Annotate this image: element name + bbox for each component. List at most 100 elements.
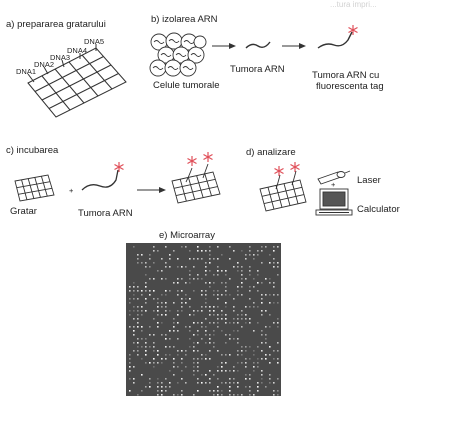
microarray-spot <box>249 266 251 268</box>
microarray-spot <box>221 366 223 368</box>
microarray-spot <box>153 310 155 312</box>
microarray-spot <box>265 342 267 344</box>
microarray-spot <box>229 390 231 392</box>
microarray-spot <box>237 322 239 324</box>
microarray-spot <box>201 294 203 296</box>
microarray-spot <box>193 290 195 292</box>
microarray-spot <box>249 290 251 292</box>
microarray-spot <box>245 278 247 280</box>
microarray-spot <box>173 250 175 252</box>
microarray-spot <box>249 378 251 380</box>
microarray-spot <box>241 270 243 272</box>
microarray-spot <box>261 294 263 296</box>
microarray-spot <box>165 302 167 304</box>
microarray-spot <box>189 346 191 348</box>
plus-sign-d: + <box>331 180 336 189</box>
microarray-spot <box>217 318 219 320</box>
microarray-spot <box>205 330 207 332</box>
microarray-spot <box>173 346 175 348</box>
microarray-spot <box>153 298 155 300</box>
microarray-spot <box>165 246 167 248</box>
dna-label-1: DNA1 <box>16 67 37 76</box>
microarray-spot <box>161 322 163 324</box>
microarray-spot <box>165 262 167 264</box>
microarray-spot <box>253 350 255 352</box>
microarray-spot <box>157 322 159 324</box>
microarray-spot <box>245 346 247 348</box>
microarray-spot <box>193 266 195 268</box>
microarray-spot <box>241 394 243 396</box>
microarray-spot <box>161 362 163 364</box>
microarray-spot <box>237 386 239 388</box>
microarray-spot <box>189 282 191 284</box>
microarray-spot <box>161 294 163 296</box>
microarray-spot <box>185 246 187 248</box>
microarray-spot <box>241 350 243 352</box>
microarray-spot <box>233 266 235 268</box>
microarray-spot <box>169 310 171 312</box>
microarray-spot <box>193 370 195 372</box>
microarray-spot <box>237 370 239 372</box>
microarray-spot <box>193 374 195 376</box>
microarray-spot <box>169 346 171 348</box>
microarray-spot <box>209 334 211 336</box>
microarray-image <box>126 243 281 396</box>
microarray-spot <box>237 262 239 264</box>
microarray-spot <box>145 266 147 268</box>
microarray-spot <box>173 374 175 376</box>
microarray-spot <box>129 326 131 328</box>
label-laser: Laser <box>357 175 381 186</box>
microarray-spot <box>257 306 259 308</box>
dna-label-3: DNA3 <box>50 53 71 62</box>
microarray-spot <box>229 354 231 356</box>
microarray-spot <box>165 290 167 292</box>
microarray-spot <box>253 370 255 372</box>
microarray-spot <box>133 298 135 300</box>
microarray-spot <box>217 294 219 296</box>
microarray-spot <box>137 342 139 344</box>
microarray-spot <box>245 386 247 388</box>
microarray-spot <box>169 338 171 340</box>
microarray-spot <box>225 290 227 292</box>
microarray-spot <box>277 394 279 396</box>
microarray-spot <box>213 342 215 344</box>
microarray-spot <box>181 358 183 360</box>
microarray-spot <box>157 250 159 252</box>
microarray-spot <box>261 330 263 332</box>
microarray-spot <box>249 286 251 288</box>
microarray-spot <box>257 322 259 324</box>
microarray-spot <box>237 330 239 332</box>
microarray-spot <box>197 278 199 280</box>
microarray-spot <box>225 334 227 336</box>
microarray-spot <box>157 298 159 300</box>
microarray-spot <box>253 366 255 368</box>
microarray-spot <box>261 250 263 252</box>
microarray-spot <box>225 274 227 276</box>
microarray-spot <box>137 394 139 396</box>
microarray-spot <box>197 362 199 364</box>
microarray-spot <box>133 246 135 248</box>
microarray-spot <box>177 314 179 316</box>
microarray-spot <box>205 382 207 384</box>
microarray-spot <box>177 282 179 284</box>
dna-label-5: DNA5 <box>84 37 105 46</box>
microarray-spot <box>269 254 271 256</box>
microarray-spot <box>253 302 255 304</box>
microarray-spot <box>201 374 203 376</box>
microarray-spot <box>185 354 187 356</box>
microarray-spot <box>149 294 151 296</box>
microarray-spot <box>229 278 231 280</box>
microarray-spot <box>129 366 131 368</box>
microarray-spot <box>237 342 239 344</box>
microarray-spot <box>189 326 191 328</box>
microarray-spot <box>177 294 179 296</box>
microarray-spot <box>249 274 251 276</box>
microarray-spot <box>157 326 159 328</box>
microarray-dots <box>129 246 279 396</box>
microarray-spot <box>249 390 251 392</box>
label-tumora-arn-c: Tumora ARN <box>78 208 133 219</box>
microarray-spot <box>249 346 251 348</box>
microarray-spot <box>257 386 259 388</box>
microarray-spot <box>225 322 227 324</box>
microarray-spot <box>189 278 191 280</box>
